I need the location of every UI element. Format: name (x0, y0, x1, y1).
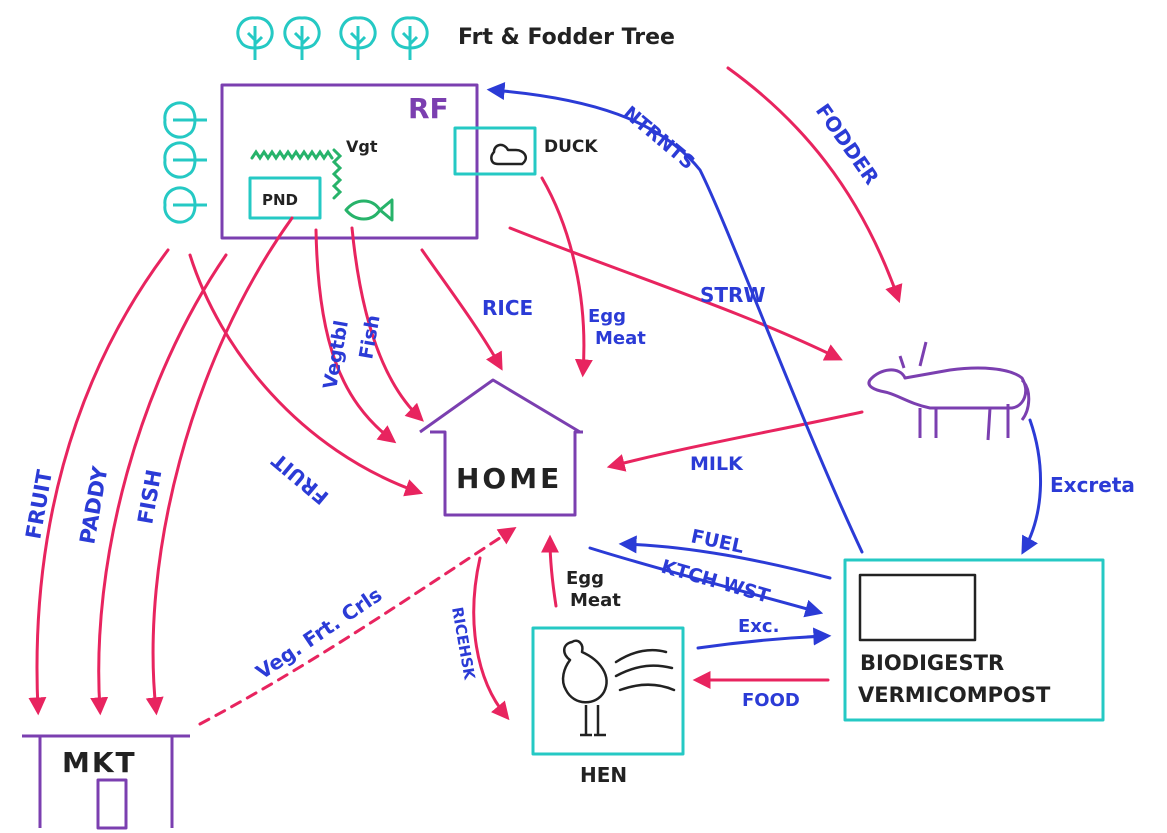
mkt-label: MKT (62, 746, 137, 779)
arrow-nutrients (486, 82, 864, 554)
label-rice: RICE (482, 296, 533, 320)
hen-tail-icon (614, 648, 676, 692)
arrow-fuel (618, 535, 832, 580)
arrow-kitchen-waste (588, 546, 824, 618)
trees-label: Frt & Fodder Tree (458, 25, 675, 50)
label-food: FOOD (742, 690, 800, 711)
label-egg-hen: Egg (566, 568, 604, 589)
biodigester-box (843, 558, 1105, 722)
pnd-label: PND (262, 191, 298, 209)
arrow-excreta (1021, 418, 1042, 555)
label-veg-frt-crls: Veg. Frt. Crls (251, 582, 386, 684)
arrow-rice (420, 248, 503, 371)
duck-label: DUCK (544, 137, 598, 157)
pond-box (248, 176, 322, 220)
label-fodder: FODDER (811, 99, 884, 189)
home-label: HOME (456, 462, 562, 495)
home-roof (419, 378, 581, 434)
label-egg-duck: Egg (588, 306, 626, 327)
label-strw: STRW (700, 283, 766, 307)
arrow-fodder (726, 66, 903, 304)
label-fruit-home: FRUIT (267, 448, 334, 509)
home-walls (430, 430, 583, 517)
vegetable-vine (250, 149, 334, 161)
vgt-label: Vgt (346, 137, 378, 156)
arrow-vegtbl-home (314, 228, 397, 444)
label-fruit-mkt: FRUIT (21, 467, 57, 540)
vermicompost-label: VERMICOMPOST (858, 683, 1051, 707)
arrow-milk (606, 410, 864, 472)
arrow-fish-mkt (145, 216, 294, 716)
label-excreta: Excreta (1050, 473, 1135, 497)
fish-icon (344, 198, 394, 222)
hen-icon (561, 639, 608, 737)
rf-label: RF (408, 92, 449, 125)
arrow-paddy-mkt (90, 253, 228, 716)
arrow-straw (508, 226, 843, 361)
vegetable-vine-vertical (331, 148, 343, 200)
arrow-veg-frt-crls (198, 527, 517, 726)
cow-icon (867, 341, 1031, 441)
arrow-fruit-mkt (28, 248, 170, 716)
label-ktch-wst: KTCH WST (659, 556, 773, 608)
arrow-excreta-hen (696, 627, 832, 650)
label-paddy-mkt: PADDY (75, 464, 112, 546)
label-vegtbl: Vegtbl (319, 319, 353, 391)
market-door (96, 778, 128, 830)
red-arrows (28, 66, 903, 726)
biodigester-label: BIODIGESTR (860, 651, 1004, 675)
label-ntrnts: NTRNTS (619, 102, 699, 174)
label-meat-hen: Meat (570, 590, 621, 611)
duck-box (453, 126, 537, 176)
label-milk: MILK (690, 453, 744, 475)
biodigester-tank (858, 573, 977, 642)
arrow-rice-hsk (472, 556, 510, 721)
arrow-fish-home (350, 226, 424, 422)
tree-icons-left (163, 101, 207, 224)
hen-box (531, 626, 685, 756)
duck-icon (490, 143, 527, 166)
arrow-egg-meat-hen (541, 534, 560, 608)
arrow-egg-meat-duck (540, 176, 593, 378)
tree-icons-top (236, 16, 429, 60)
label-fish-mkt: FISH (133, 468, 166, 526)
label-meat-duck: Meat (595, 328, 646, 349)
label-exc: Exc. (738, 616, 779, 637)
market-walls (38, 736, 174, 828)
blue-arrows (486, 82, 1042, 650)
hen-label: HEN (580, 763, 627, 787)
rice-field-box (220, 83, 479, 240)
arrow-fruit-home (188, 253, 424, 497)
